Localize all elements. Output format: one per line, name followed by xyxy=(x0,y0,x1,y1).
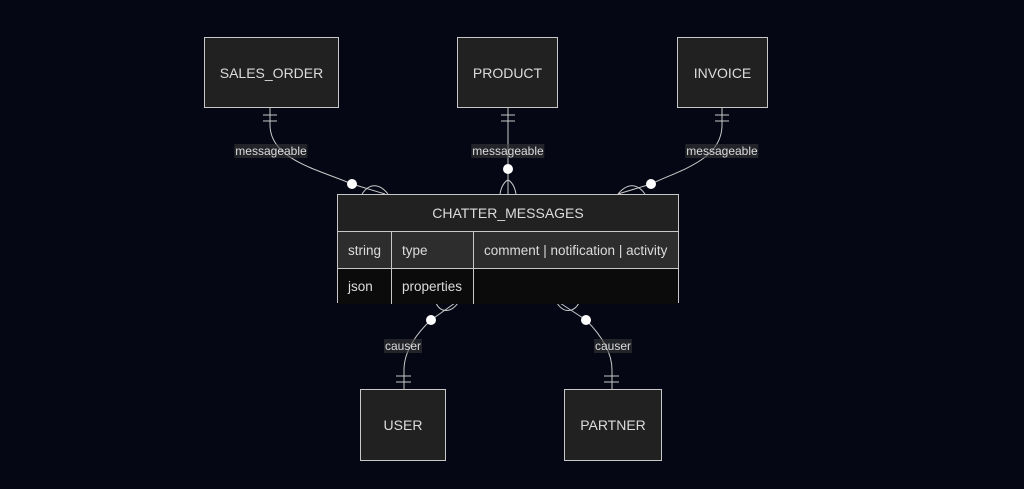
attribute-row: string type comment | notification | act… xyxy=(338,232,678,269)
attribute-type: string xyxy=(338,232,392,268)
entity-chatter-messages[interactable]: CHATTER_MESSAGES string type comment | n… xyxy=(337,194,679,304)
entity-partner[interactable]: PARTNER xyxy=(564,389,662,461)
edge-label-partner: causer xyxy=(593,339,633,353)
entity-partner-label: PARTNER xyxy=(580,417,646,433)
edge-label-invoice: messageable xyxy=(685,144,759,158)
entity-sales-order-label: SALES_ORDER xyxy=(219,64,324,81)
entity-sales-order[interactable]: SALES_ORDER xyxy=(204,37,339,108)
attribute-comment: comment | notification | activity xyxy=(484,242,668,258)
attribute-row: json properties xyxy=(338,269,678,304)
entity-chatter-messages-title: CHATTER_MESSAGES xyxy=(338,195,678,232)
entity-product-label: PRODUCT xyxy=(472,64,543,81)
entity-invoice-label: INVOICE xyxy=(693,64,752,81)
entity-user-label: USER xyxy=(383,417,423,433)
attribute-name: properties xyxy=(392,269,474,304)
entity-product[interactable]: PRODUCT xyxy=(457,37,558,108)
attribute-type: json xyxy=(338,269,392,304)
attribute-name: type xyxy=(392,232,474,268)
edge-label-sales-order: messageable xyxy=(234,144,308,158)
edge-label-product: messageable xyxy=(471,144,545,158)
attribute-comment xyxy=(474,269,678,304)
entity-invoice[interactable]: INVOICE xyxy=(677,37,768,108)
edge-label-user: causer xyxy=(383,339,423,353)
entity-user[interactable]: USER xyxy=(360,389,446,461)
